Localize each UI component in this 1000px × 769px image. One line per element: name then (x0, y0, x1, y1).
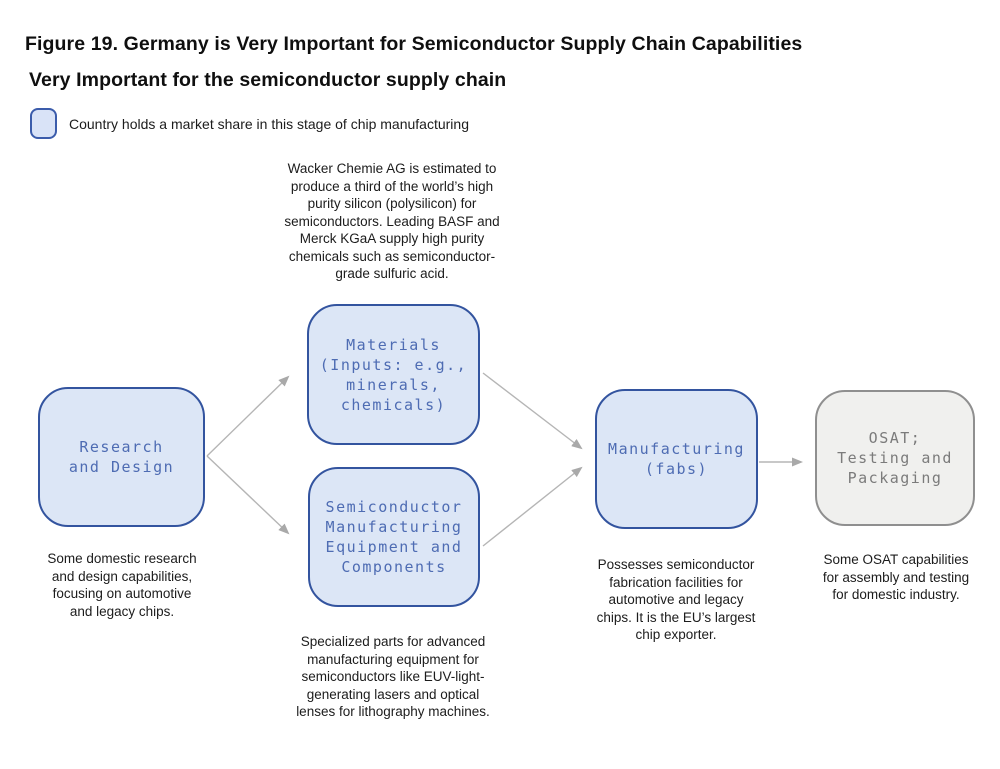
arrow-research-to-equipment (206, 455, 290, 535)
annotation-equipment: Specialized parts for advanced manufactu… (296, 634, 490, 719)
annotation-osat: Some OSAT capabilities for assembly and … (822, 552, 970, 602)
figure-title: Figure 19. Germany is Very Important for… (25, 33, 803, 55)
legend: Country holds a market share in this sta… (30, 108, 469, 139)
node-research-and-design: Research and Design (38, 387, 205, 527)
annotation-manufacturing: Possesses semiconductor fabrication faci… (596, 557, 756, 642)
arrow-materials-to-manufacturing (482, 372, 583, 450)
arrow-research-to-materials (206, 375, 290, 457)
figure-subtitle: Very Important for the semiconductor sup… (29, 69, 507, 91)
node-manufacturing-fabs: Manufacturing (fabs) (595, 389, 758, 529)
arrow-equipment-to-manufacturing (482, 466, 583, 547)
node-osat-testing-packaging: OSAT; Testing and Packaging (815, 390, 975, 526)
annotation-research: Some domestic research and design capabi… (47, 551, 197, 619)
node-materials: Materials (Inputs: e.g., minerals, chemi… (307, 304, 480, 445)
node-semiconductor-manufacturing-equipment: Semiconductor Manufacturing Equipment an… (308, 467, 480, 607)
legend-label: Country holds a market share in this sta… (69, 115, 469, 132)
legend-swatch-icon (30, 108, 57, 139)
annotation-materials: Wacker Chemie AG is estimated to produce… (284, 161, 500, 281)
